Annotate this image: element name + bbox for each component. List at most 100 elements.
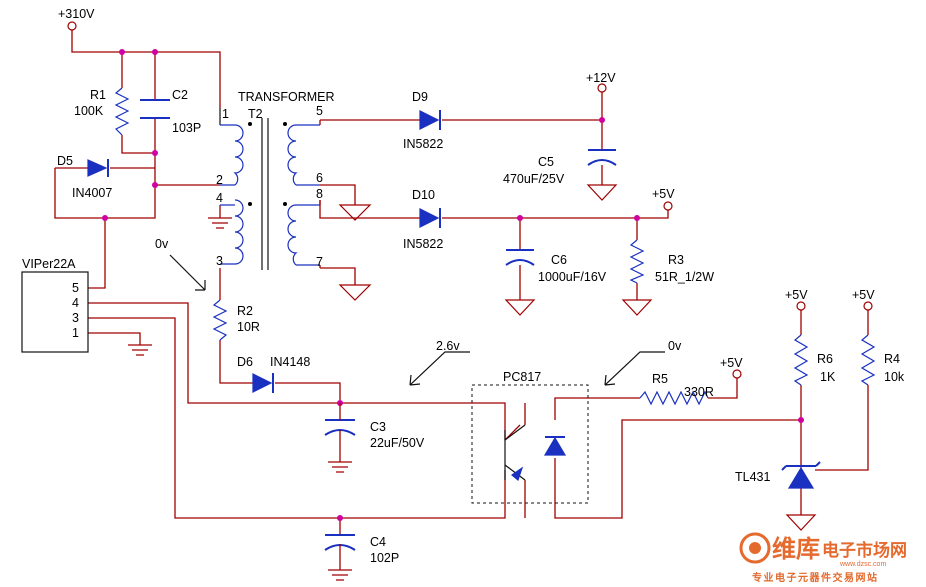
c3-ref: C3 — [370, 420, 386, 434]
r6-value: 1K — [820, 370, 836, 384]
c4-ref: C4 — [370, 535, 386, 549]
terminal-310v — [67, 21, 77, 31]
signal-ground-icon — [338, 284, 372, 301]
viper-pin-4: 4 — [72, 296, 79, 310]
r4-resistor — [860, 334, 876, 386]
r1-value: 100K — [74, 104, 104, 118]
r5-resistor — [639, 390, 709, 406]
c3-capacitor — [324, 403, 356, 445]
pin-6-label: 6 — [316, 171, 323, 185]
r2-value: 10R — [237, 320, 260, 334]
junction-dot — [102, 215, 108, 221]
c5-capacitor — [587, 149, 617, 166]
junction-dot — [798, 417, 804, 423]
terminal-5v-r6 — [796, 301, 806, 311]
transformer-title: TRANSFORMER — [238, 90, 335, 104]
logo-emblem-core — [749, 542, 761, 554]
d6-value: IN4148 — [270, 355, 310, 369]
pin-8-label: 8 — [316, 187, 323, 201]
d5-value: IN4007 — [72, 186, 112, 200]
d5-diode — [87, 159, 109, 177]
c4-capacitor — [324, 534, 356, 558]
signal-ground-icon — [338, 204, 372, 221]
arrow-icon — [409, 351, 470, 386]
logo-main-text: 维库 — [772, 535, 820, 563]
d10-ref: D10 — [412, 188, 435, 202]
junction-dot — [337, 515, 343, 521]
terminal-12v — [597, 83, 607, 93]
c5-value: 470uF/25V — [503, 172, 565, 186]
labels: +310V +12V +5V +5V +5V +5V R1 100K C2 10… — [22, 7, 905, 565]
tl431-regulator — [781, 461, 821, 489]
c5-ref: C5 — [538, 155, 554, 169]
c6-value: 1000uF/16V — [538, 270, 607, 284]
junction-dot — [599, 117, 605, 123]
ov-annotation-b: 0v — [668, 339, 682, 353]
r5-ref: R5 — [652, 372, 668, 386]
junction-dot — [517, 215, 523, 221]
viper-pin-1: 1 — [72, 326, 79, 340]
pin-7-label: 7 — [316, 255, 323, 269]
power-terminals — [67, 21, 873, 379]
c4-value: 102P — [370, 551, 399, 565]
pc817-optocoupler — [471, 384, 589, 518]
transformer-ref: T2 — [248, 107, 263, 121]
arrow-icon — [604, 351, 665, 386]
pin-4-label: 4 — [216, 191, 223, 205]
r2-ref: R2 — [237, 304, 253, 318]
r3-value: 51R_1/2W — [655, 270, 714, 284]
pin-3-label: 3 — [216, 254, 223, 268]
d5-ref: D5 — [57, 154, 73, 168]
ground-icon — [328, 569, 352, 581]
r1-resistor — [114, 87, 130, 136]
c6-capacitor — [505, 249, 535, 266]
r2-resistor — [212, 299, 228, 341]
viper-pin-5: 5 — [72, 281, 79, 295]
transformer-t2 — [219, 108, 321, 270]
r4-ref: R4 — [884, 352, 900, 366]
junction-dot — [152, 182, 158, 188]
d9-value: IN5822 — [403, 137, 443, 151]
d9-diode — [419, 110, 441, 130]
arrow-icon — [169, 254, 206, 291]
pin-5-label: 5 — [316, 104, 323, 118]
d10-diode — [419, 208, 441, 228]
pin-1-label: 1 — [222, 107, 229, 121]
d9-ref: D9 — [412, 90, 428, 104]
r3-resistor — [629, 239, 645, 284]
pin-2-label: 2 — [216, 173, 223, 187]
c2-ref: C2 — [172, 88, 188, 102]
logo-url: www.dzsc.com — [839, 561, 886, 568]
wires — [54, 30, 869, 570]
r6-ref: R6 — [817, 352, 833, 366]
c3-value: 22uF/50V — [370, 436, 425, 450]
ground-symbols — [128, 184, 817, 581]
viper22a-chip — [21, 271, 89, 353]
c2-capacitor — [140, 99, 170, 119]
terminal-5v-r4 — [863, 301, 873, 311]
rail-12v-label: +12V — [586, 71, 616, 85]
junction-dot — [634, 215, 640, 221]
watermark-logo: 维库 电子市场网 www.dzsc.com 专业电子元器件交易网站 — [739, 532, 907, 584]
r6-resistor — [793, 334, 809, 386]
junction-dot — [119, 49, 125, 55]
v26-annotation: 2.6v — [436, 339, 460, 353]
d6-diode — [252, 373, 274, 393]
junction-dots — [102, 49, 804, 521]
ground-icon — [328, 461, 352, 473]
junction-dot — [152, 49, 158, 55]
ground-icon — [208, 217, 232, 229]
voltage-arrows — [169, 254, 665, 386]
logo-tagline: 专业电子元器件交易网站 — [752, 571, 879, 584]
d10-value: IN5822 — [403, 237, 443, 251]
rail-5v-pc817-label: +5V — [720, 356, 743, 370]
terminal-5v-out — [663, 201, 673, 211]
r5-value: 330R — [684, 385, 714, 399]
rail-5v-r6-label: +5V — [785, 288, 808, 302]
c2-value: 103P — [172, 121, 201, 135]
tl431-ref: TL431 — [735, 470, 770, 484]
c6-ref: C6 — [551, 253, 567, 267]
r1-ref: R1 — [90, 88, 106, 102]
terminal-5v-pc817 — [732, 369, 742, 379]
